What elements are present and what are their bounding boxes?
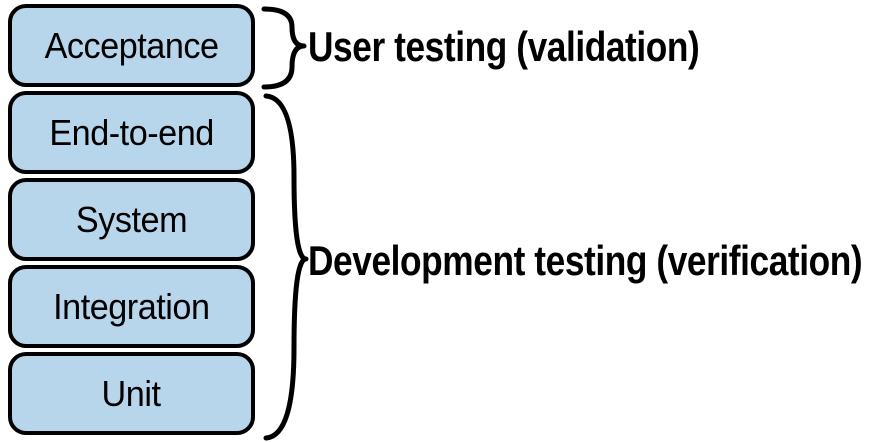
test-level-box-end-to-end: End-to-end bbox=[8, 91, 255, 174]
test-level-label: Unit bbox=[102, 372, 161, 414]
test-level-box-acceptance: Acceptance bbox=[8, 4, 255, 87]
test-level-label: System bbox=[75, 198, 188, 240]
user-testing-brace bbox=[261, 6, 307, 90]
user-testing-label: User testing (validation) bbox=[308, 23, 700, 70]
development-testing-brace bbox=[263, 93, 309, 441]
test-level-box-system: System bbox=[8, 178, 255, 261]
test-level-label: Acceptance bbox=[44, 24, 219, 66]
test-level-box-unit: Unit bbox=[8, 352, 255, 435]
test-level-box-integration: Integration bbox=[8, 265, 255, 348]
development-testing-label: Development testing (verification) bbox=[308, 237, 863, 284]
test-levels-stack: Acceptance End-to-end System Integration… bbox=[8, 4, 255, 435]
test-level-label: Integration bbox=[53, 285, 210, 327]
test-level-label: End-to-end bbox=[49, 111, 214, 153]
